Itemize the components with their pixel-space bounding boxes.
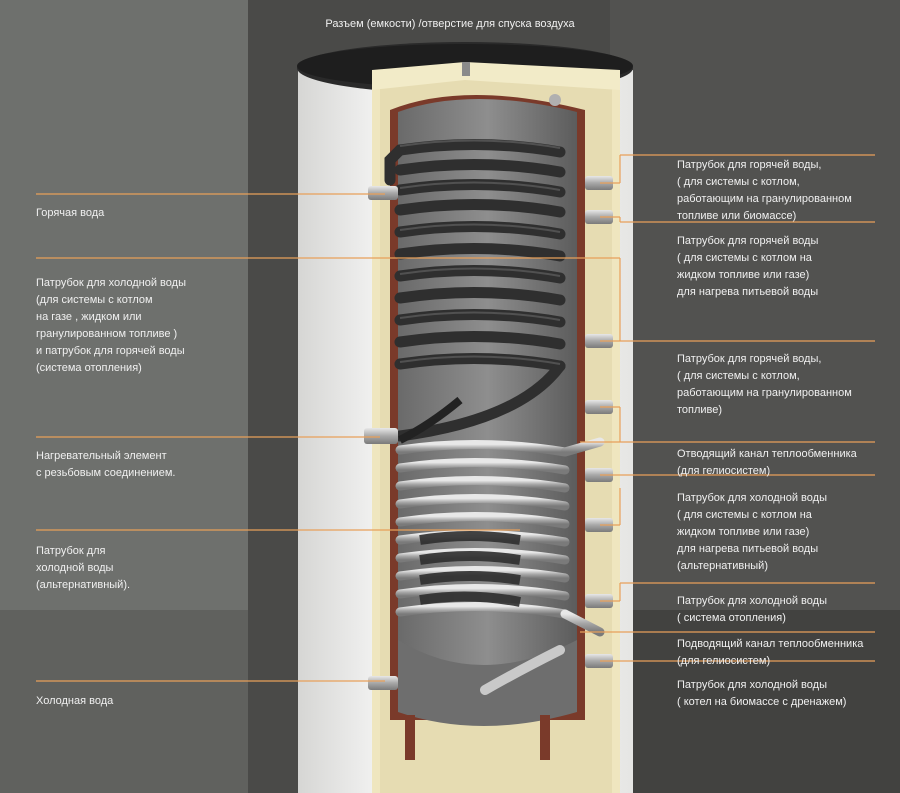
- label-cold-heating: Патрубок для холодной воды ( система ото…: [677, 595, 827, 624]
- left-nozzles: [364, 186, 398, 690]
- label-cold-water: Холодная вода: [36, 695, 114, 707]
- upper-coil: [384, 138, 566, 442]
- leader-lines: [36, 154, 875, 682]
- label-hot-outlet-biomass: Патрубок для горячей воды, ( для системы…: [677, 159, 852, 222]
- drain-pipe: [480, 645, 565, 695]
- air-vent-label: Разъем (емкости) /отверстие для спуска в…: [325, 18, 575, 30]
- label-cold-water-alt: Патрубок для холодной воды (альтернативн…: [36, 545, 131, 591]
- label-hot-outlet-pellet: Патрубок для горячей воды, ( для системы…: [677, 353, 852, 416]
- label-cold-water-inlet-gas: Патрубок для холодной воды (для системы …: [36, 277, 186, 374]
- label-hot-water: Горячая вода: [36, 207, 105, 219]
- label-solar-outlet: Отводящий канал теплообменника (для гели…: [677, 448, 857, 477]
- right-panel: [610, 0, 900, 610]
- right-nozzles: [585, 176, 613, 668]
- label-cold-biomass-drain: Патрубок для холодной воды ( котел на би…: [677, 679, 847, 708]
- top-lug: [549, 94, 561, 106]
- label-heating-element: Нагревательный элемент с резьбовым соеди…: [36, 450, 176, 479]
- label-cold-gas-alt: Патрубок для холодной воды ( для системы…: [677, 492, 827, 572]
- heater-tube: [398, 396, 463, 444]
- air-vent: [462, 62, 470, 76]
- label-hot-outlet-gas: Патрубок для горячей воды ( для системы …: [677, 235, 819, 298]
- label-solar-inlet: Подводящий канал теплообменника (для гел…: [677, 638, 864, 667]
